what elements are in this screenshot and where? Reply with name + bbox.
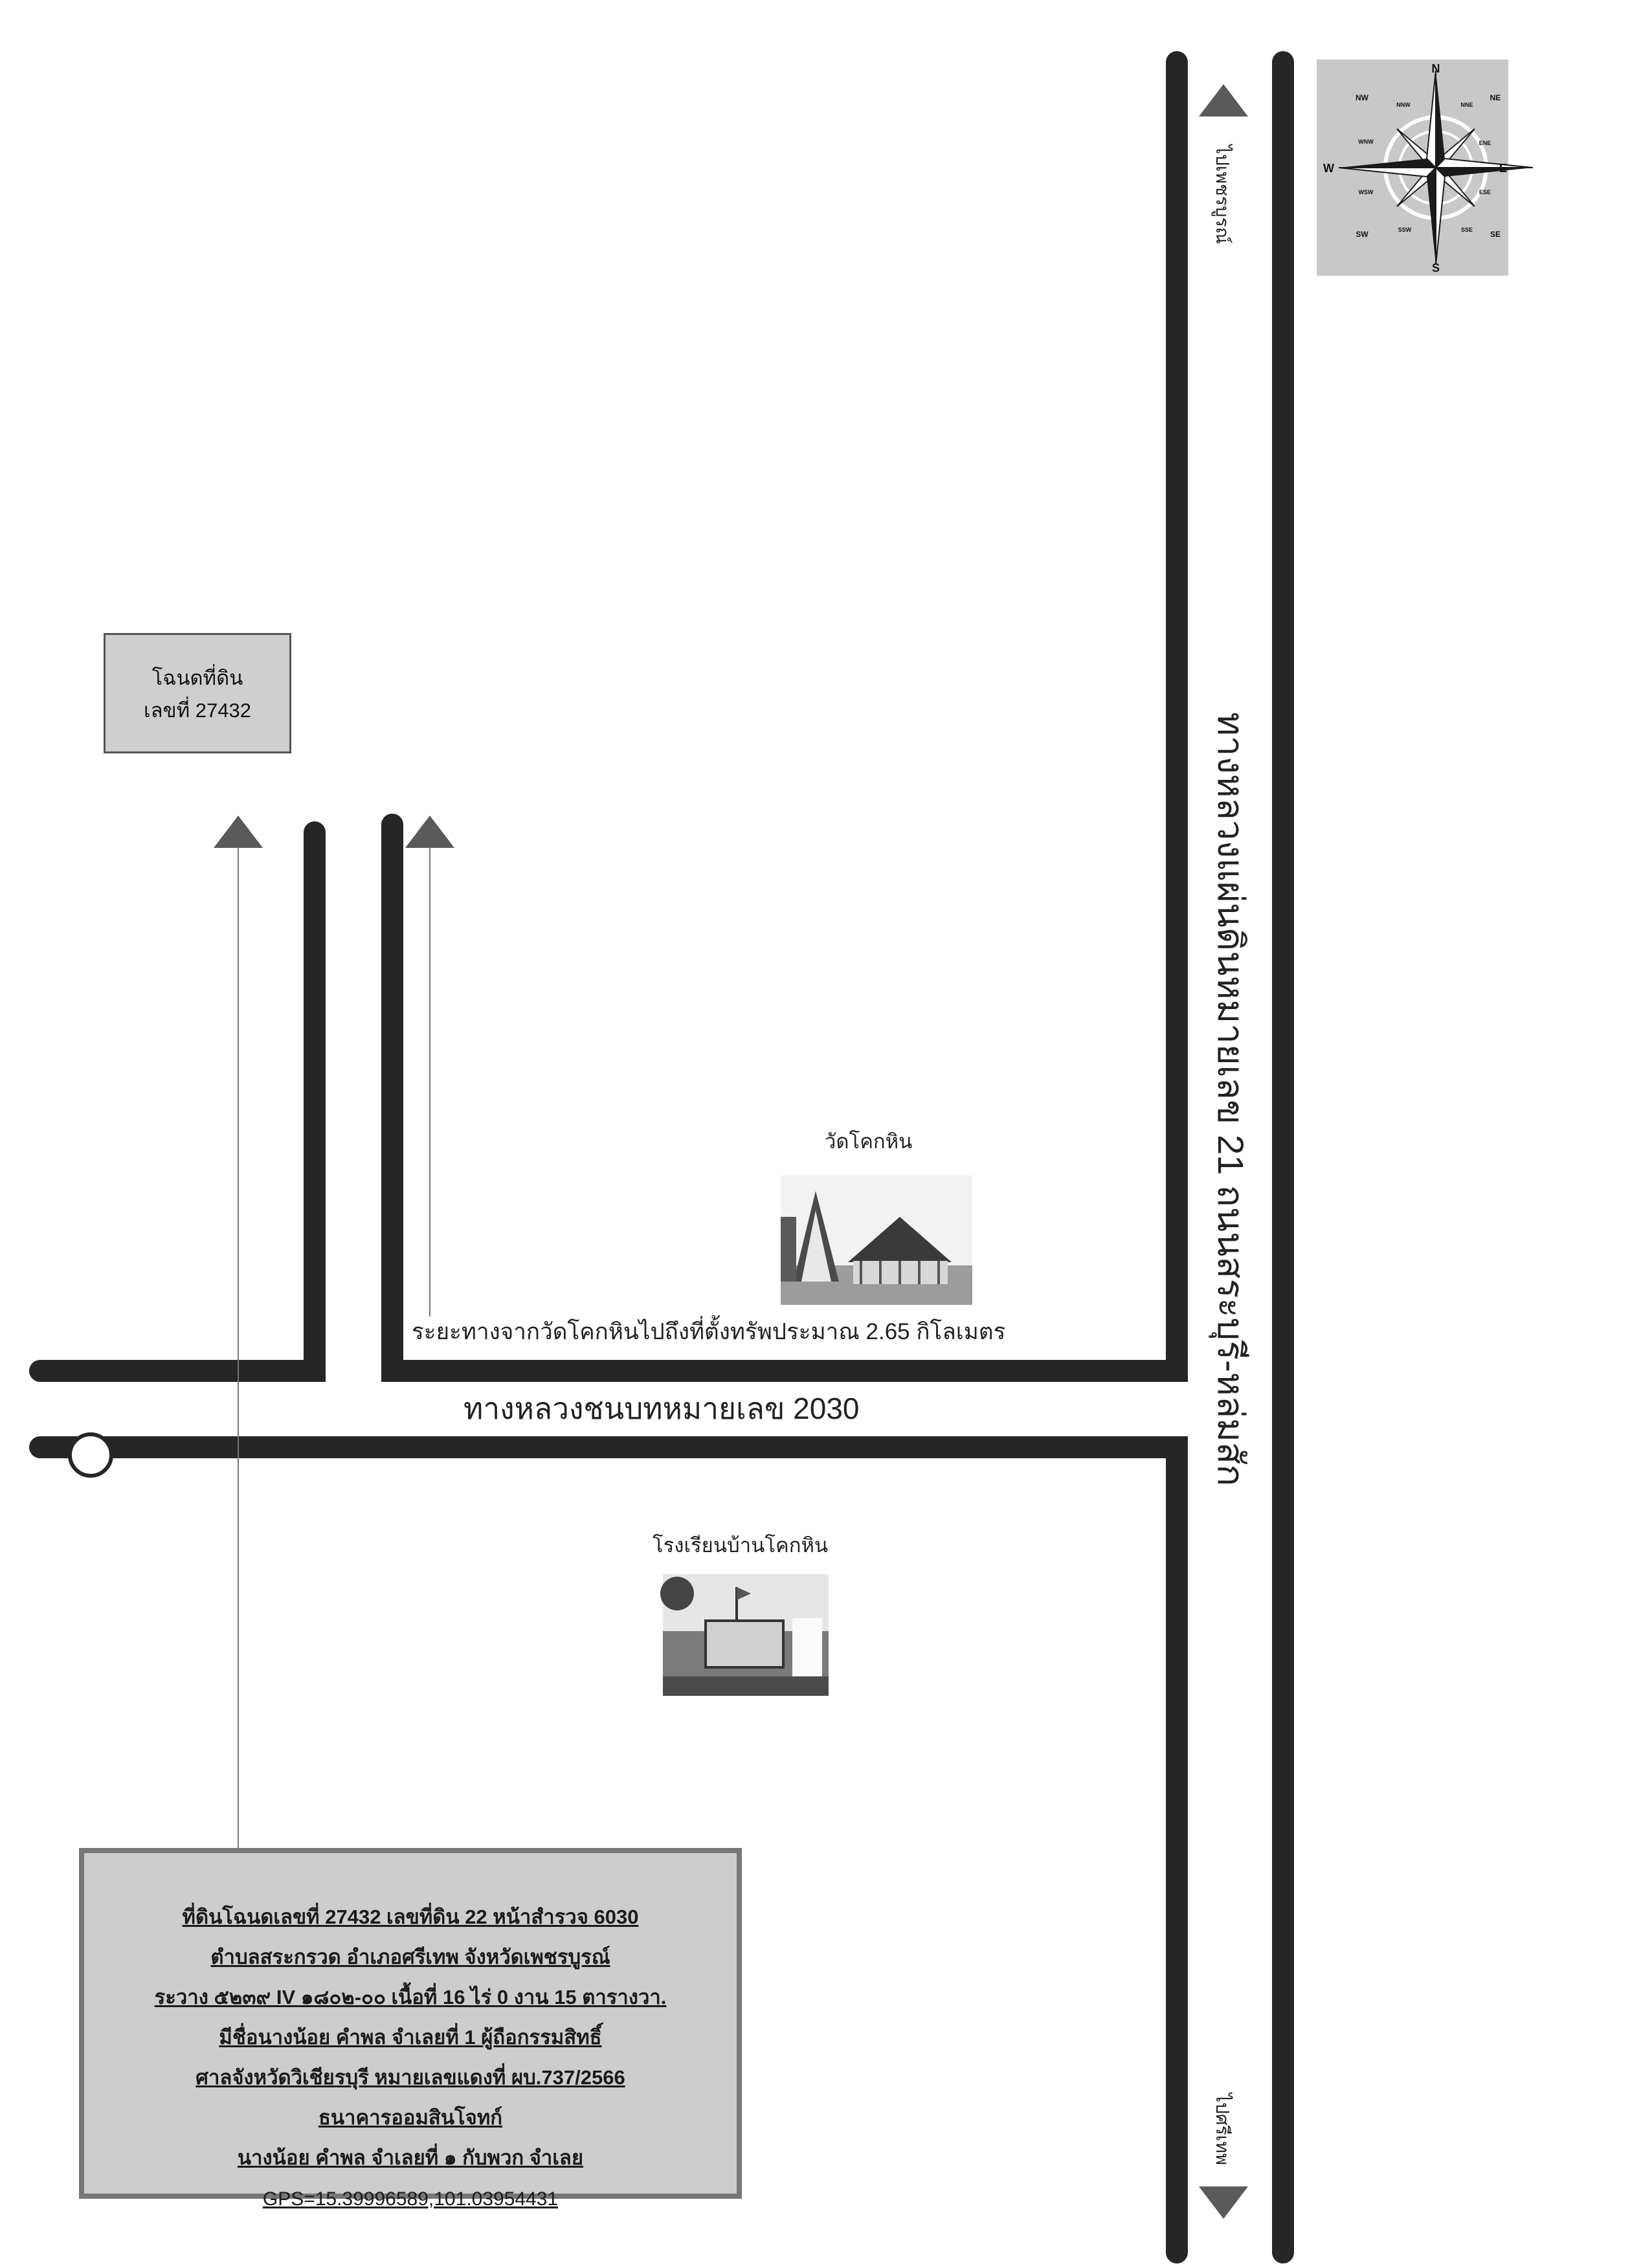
compass-wnw: WNW	[1358, 139, 1374, 145]
highway-21-label: ทางหลวงแผ่นดินหมายเลข 21 ถนนสระบุรี-หล่ม…	[1211, 712, 1251, 1487]
compass-rose: N NNE NE ENE E ESE SE SSE S SSW SW WSW W…	[1317, 60, 1534, 276]
to-sithep-label: ไปศรีเทพ	[1212, 2093, 1233, 2166]
compass-sw: SW	[1356, 230, 1368, 239]
arrow-up-right	[405, 816, 454, 848]
compass-nnw: NNW	[1396, 102, 1411, 108]
info-deed-line: ที่ดินโฉนดเลขที่ 27432 เลขที่ดิน 22 หน้า…	[182, 1906, 639, 1928]
road-2030-north-edge-west	[29, 821, 326, 1382]
compass-ne: NE	[1490, 93, 1501, 102]
arrow-south	[1199, 2186, 1248, 2219]
road-2030-label: ทางหลวงชนบทหมายเลข 2030	[463, 1392, 860, 1425]
compass-se: SE	[1490, 230, 1501, 239]
info-area-line: ระวาง ๕๒๓๙ IV ๑๘๐๒-๐๐ เนื้อที่ 16 ไร่ 0 …	[154, 1986, 667, 2008]
temple-photo	[781, 1175, 972, 1305]
info-court-line: ศาลจังหวัดวิเชียรบุรี หมายเลขแดงที่ ผบ.7…	[195, 2066, 625, 2089]
arrow-up-left	[214, 816, 263, 848]
compass-ese: ESE	[1479, 189, 1491, 195]
info-defendant-line: นางน้อย คำพล จำเลยที่ ๑ กับพวก จำเลย	[237, 2146, 584, 2169]
junction-marker	[68, 1432, 113, 1478]
distance-label: ระยะทางจากวัดโคกหินไปถึงที่ตั้งทรัพประมา…	[412, 1319, 1006, 1344]
school-photo	[660, 1574, 829, 1696]
deed-title: โฉนดที่ดิน	[151, 667, 243, 689]
compass-s: S	[1432, 261, 1440, 274]
compass-w: W	[1323, 162, 1334, 175]
compass-sse: SSE	[1461, 227, 1473, 233]
info-gps-line: GPS=15.39996589,101.03954431	[262, 2188, 559, 2210]
info-owner-line: มีชื่อนางน้อย คำพล จำเลยที่ 1 ผู้ถือกรรม…	[219, 2026, 602, 2049]
road-2030-south-edge	[29, 1436, 1188, 1474]
compass-e: E	[1499, 162, 1507, 175]
compass-wsw: WSW	[1359, 189, 1374, 195]
to-petchabun-label: ไปเพชรบูรณ์	[1212, 145, 1233, 244]
compass-ene: ENE	[1479, 140, 1491, 146]
compass-n: N	[1432, 62, 1440, 75]
compass-ssw: SSW	[1398, 227, 1412, 233]
deed-box: โฉนดที่ดิน เลขที่ 27432	[104, 633, 291, 753]
property-info-box: ที่ดินโฉนดเลขที่ 27432 เลขที่ดิน 22 หน้า…	[79, 1848, 742, 2210]
arrow-north	[1199, 84, 1248, 117]
info-location-line: ตำบลสระกรวด อำเภอศรีเทพ จังหวัดเพชรบูรณ์	[210, 1946, 610, 1968]
school-label: โรงเรียนบ้านโคกหิน	[653, 1534, 829, 1557]
temple-label: วัดโคกหิน	[825, 1130, 913, 1153]
info-plaintiff-line: ธนาคารออมสินโจทก์	[318, 2106, 503, 2129]
compass-nw: NW	[1356, 93, 1369, 102]
deed-number: เลขที่ 27432	[143, 699, 252, 722]
compass-nne: NNE	[1460, 102, 1473, 108]
road-2030-north-edge-east	[381, 814, 1188, 1382]
